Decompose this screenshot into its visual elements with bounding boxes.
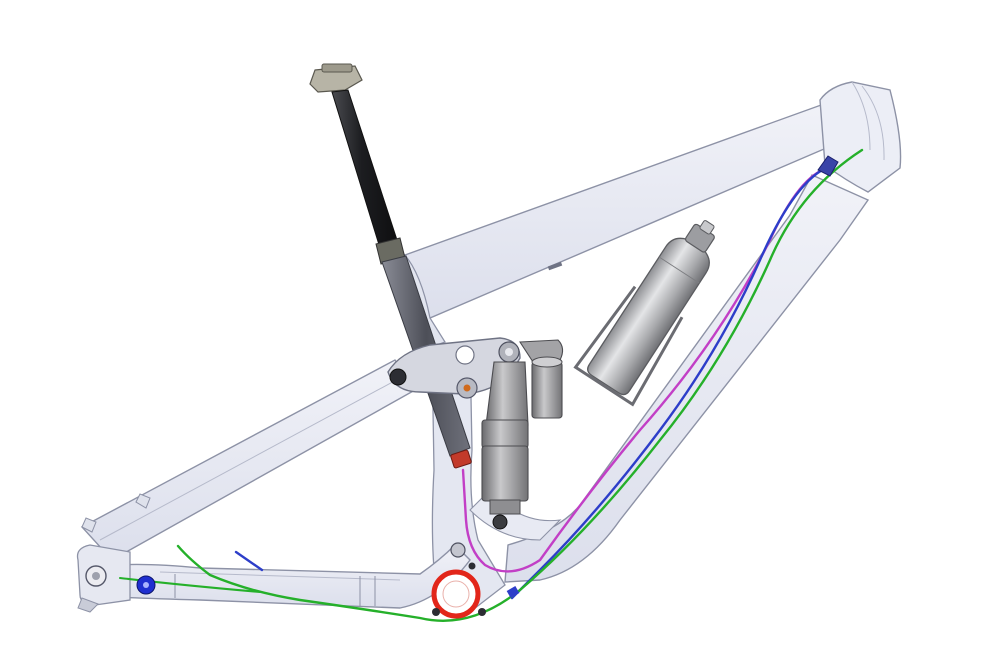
- cable-brake-blue: [510, 164, 832, 600]
- down-tube: [504, 174, 870, 583]
- shock-lower-mount: [492, 514, 508, 530]
- rear-triangle: [76, 359, 471, 613]
- cable-shift-green: [176, 148, 864, 622]
- front-triangle: [399, 81, 902, 613]
- dropper-stanchion: [331, 89, 399, 249]
- bottle-cage: [573, 285, 684, 407]
- chainstay: [78, 544, 471, 609]
- rear-axle: [85, 565, 156, 595]
- main-pivot-bolt: [450, 542, 466, 558]
- water-bottle: [573, 220, 715, 407]
- internal-cable-routing: [119, 148, 864, 622]
- cable-entry-port: [817, 155, 839, 177]
- shock-body: [485, 361, 529, 426]
- rocker-pivot-bolt: [389, 368, 407, 386]
- rear-shock: [481, 339, 564, 530]
- bottom-bracket: [431, 542, 486, 619]
